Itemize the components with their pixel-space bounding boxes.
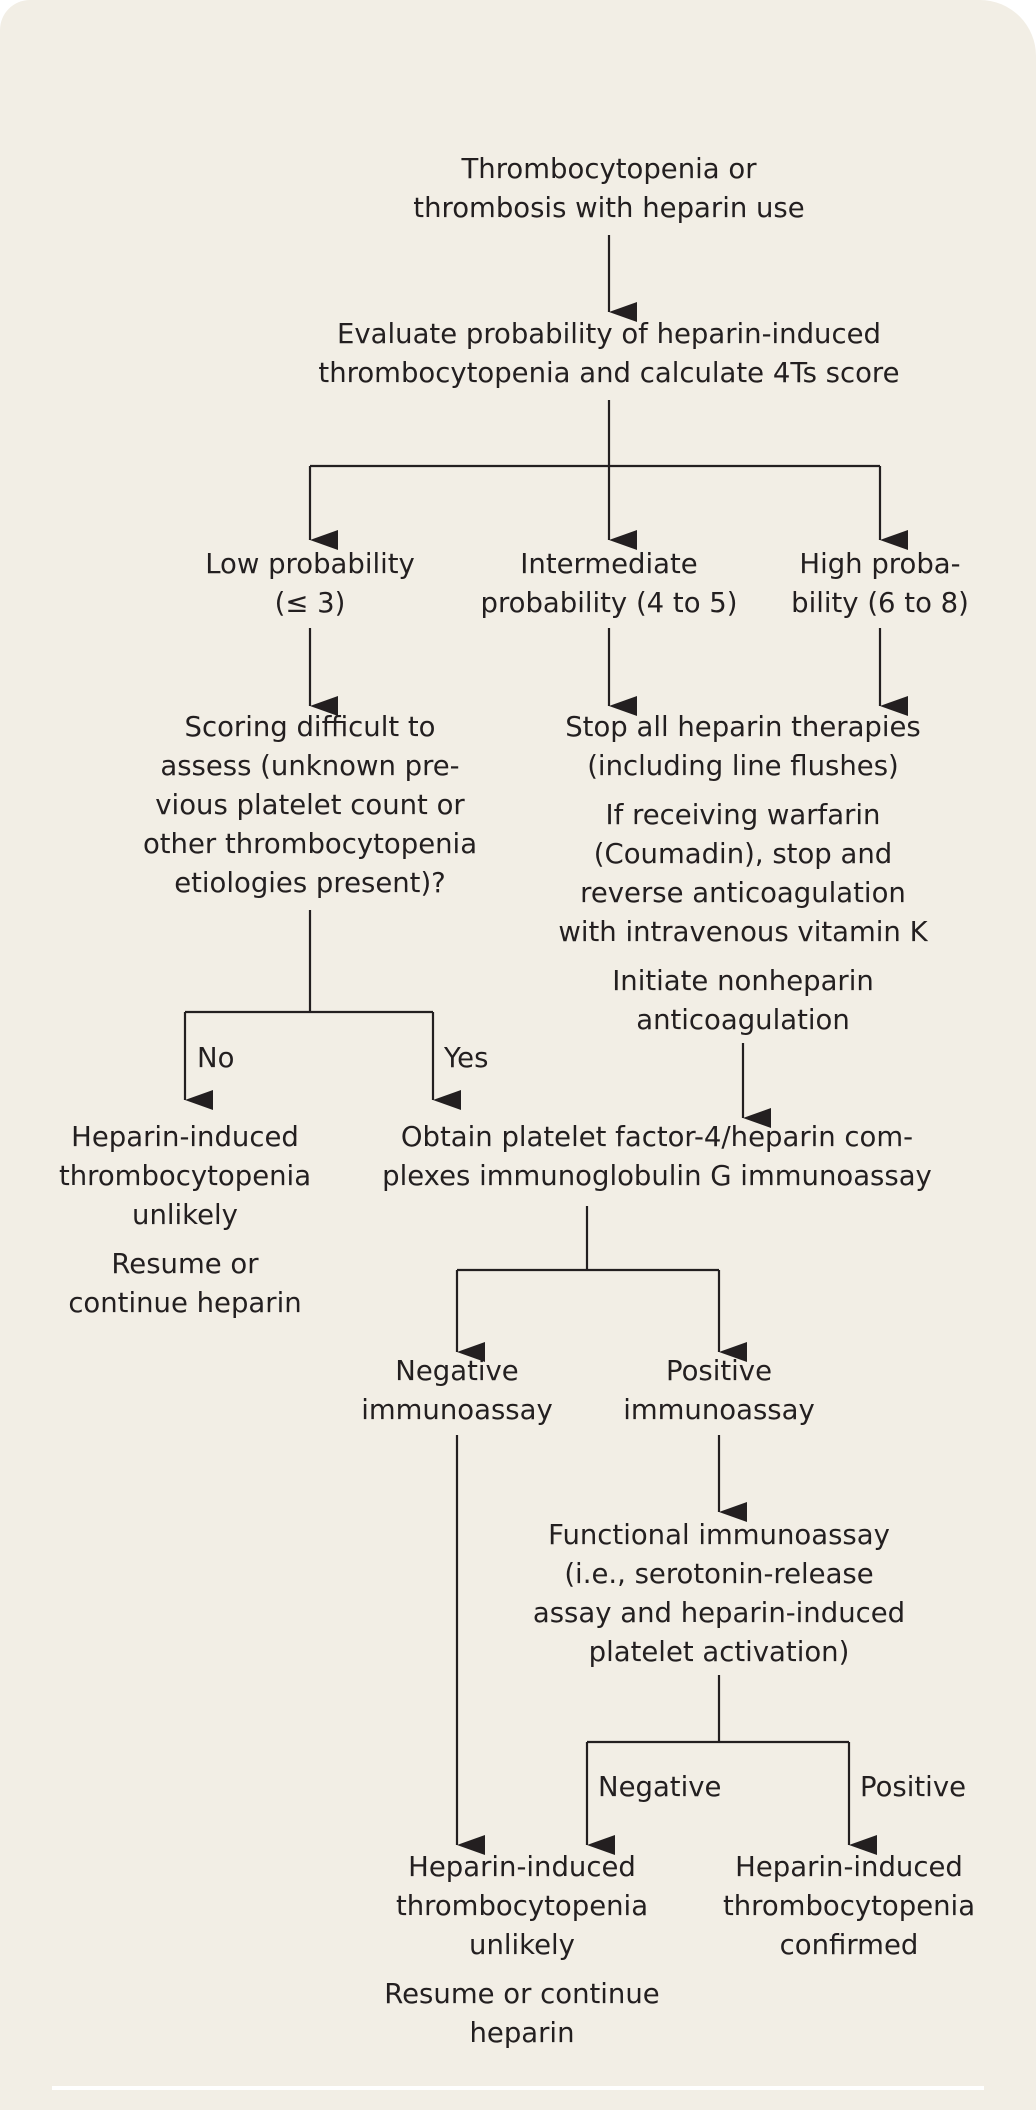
functional-line-2: (i.e., serotonin-release [564, 1558, 874, 1590]
node-obtain-pf4-assay: Obtain platelet factor-4/heparin com- pl… [372, 1118, 942, 1196]
node-resume-left: Resume or continue heparin [25, 1245, 345, 1323]
edge-label-negative: Negative [598, 1771, 722, 1803]
stop-heparin-line-1: Stop all heparin therapies [565, 711, 921, 743]
hit-confirmed-line-3: confirmed [779, 1929, 919, 1961]
negative-immunoassay-line-1: Negative [395, 1355, 519, 1387]
resume-bottom-line-1: Resume or continue [384, 1978, 660, 2010]
node-scoring-difficult: Scoring difficult to assess (unknown pre… [120, 708, 500, 903]
warfarin-line-2: (Coumadin), stop and [593, 838, 893, 870]
obtain-pf4-line-2: plexes immunoglobulin G immunoassay [382, 1160, 932, 1192]
node-stop-heparin-block: Stop all heparin therapies (including li… [553, 708, 933, 1040]
hit-unlikely-bottom-line-1: Heparin-induced [408, 1851, 636, 1883]
obtain-pf4-line-1: Obtain platelet factor-4/heparin com- [400, 1121, 914, 1153]
edge-label-no: No [197, 1042, 235, 1074]
edge-label-positive: Positive [860, 1771, 967, 1803]
hit-unlikely-bottom-line-2: thrombocytopenia [395, 1890, 649, 1922]
node-low-line-1: Low probability [205, 548, 415, 580]
warfarin-line-3: reverse anticoagulation [580, 877, 906, 909]
node-intermediate-line-2: probability (4 to 5) [480, 587, 738, 619]
node-intermediate-line-1: Intermediate [520, 548, 698, 580]
node-warfarin: If receiving warfarin (Coumadin), stop a… [553, 796, 933, 952]
resume-left-line-2: continue heparin [68, 1287, 302, 1319]
node-negative-immunoassay: Negative immunoassay [347, 1352, 567, 1430]
node-evaluate: Evaluate probability of heparin-induced … [279, 315, 939, 393]
node-scoring-line-3: vious platelet count or [155, 789, 465, 821]
resume-left-line-1: Resume or [111, 1248, 259, 1280]
bottom-divider [52, 2086, 984, 2090]
warfarin-line-4: with intravenous vitamin K [558, 916, 928, 948]
negative-immunoassay-line-2: immunoassay [361, 1394, 553, 1426]
node-intermediate-probability: Intermediate probability (4 to 5) [469, 545, 749, 623]
node-scoring-line-5: etiologies present)? [174, 867, 446, 899]
node-scoring-line-4: other thrombocytopenia [142, 828, 478, 860]
node-scoring-line-2: assess (unknown pre- [160, 750, 460, 782]
stop-heparin-line-2: (including line flushes) [587, 750, 899, 782]
edge-label-yes: Yes [444, 1042, 489, 1074]
hit-unlikely-bottom-line-3: unlikely [469, 1929, 575, 1961]
node-hit-confirmed: Heparin-induced thrombocytopenia confirm… [699, 1848, 999, 1965]
hit-unlikely-left-line-3: unlikely [132, 1199, 238, 1231]
node-start-line-1: Thrombocytopenia or [461, 153, 757, 185]
positive-immunoassay-line-2: immunoassay [623, 1394, 815, 1426]
node-hit-unlikely-bottom: Heparin-induced thrombocytopenia unlikel… [372, 1848, 672, 2053]
node-low-probability: Low probability (≤ 3) [180, 545, 440, 623]
nonheparin-line-1: Initiate nonheparin [612, 965, 874, 997]
node-start: Thrombocytopenia or thrombosis with hepa… [409, 150, 809, 228]
node-scoring-line-1: Scoring difficult to [184, 711, 436, 743]
node-hit-unlikely-left: Heparin-induced thrombocytopenia unlikel… [25, 1118, 345, 1323]
node-start-line-2: thrombosis with heparin use [413, 192, 805, 224]
hit-unlikely-left-line-1: Heparin-induced [71, 1121, 299, 1153]
hit-unlikely-left-line-2: thrombocytopenia [58, 1160, 312, 1192]
warfarin-line-1: If receiving warfarin [605, 799, 881, 831]
node-stop-heparin: Stop all heparin therapies (including li… [553, 708, 933, 786]
functional-line-4: platelet activation) [588, 1636, 850, 1668]
hit-confirmed-line-2: thrombocytopenia [722, 1890, 976, 1922]
node-evaluate-line-1: Evaluate probability of heparin-induced [337, 318, 881, 350]
node-positive-immunoassay: Positive immunoassay [609, 1352, 829, 1430]
positive-immunoassay-line-1: Positive [665, 1355, 772, 1387]
node-functional-immunoassay: Functional immunoassay (i.e., serotonin-… [529, 1516, 909, 1672]
node-high-probability: High proba- bility (6 to 8) [775, 545, 985, 623]
functional-line-3: assay and heparin-induced [532, 1597, 906, 1629]
node-low-line-2: (≤ 3) [274, 587, 346, 619]
nonheparin-line-2: anticoagulation [636, 1004, 850, 1036]
node-nonheparin: Initiate nonheparin anticoagulation [553, 962, 933, 1040]
node-evaluate-line-2: thrombocytopenia and calculate 4Ts score [318, 357, 900, 389]
node-resume-bottom: Resume or continue heparin [372, 1975, 672, 2053]
functional-line-1: Functional immunoassay [548, 1519, 890, 1551]
node-high-line-2: bility (6 to 8) [791, 587, 969, 619]
node-high-line-1: High proba- [799, 548, 961, 580]
resume-bottom-line-2: heparin [469, 2017, 575, 2049]
hit-confirmed-line-1: Heparin-induced [735, 1851, 963, 1883]
